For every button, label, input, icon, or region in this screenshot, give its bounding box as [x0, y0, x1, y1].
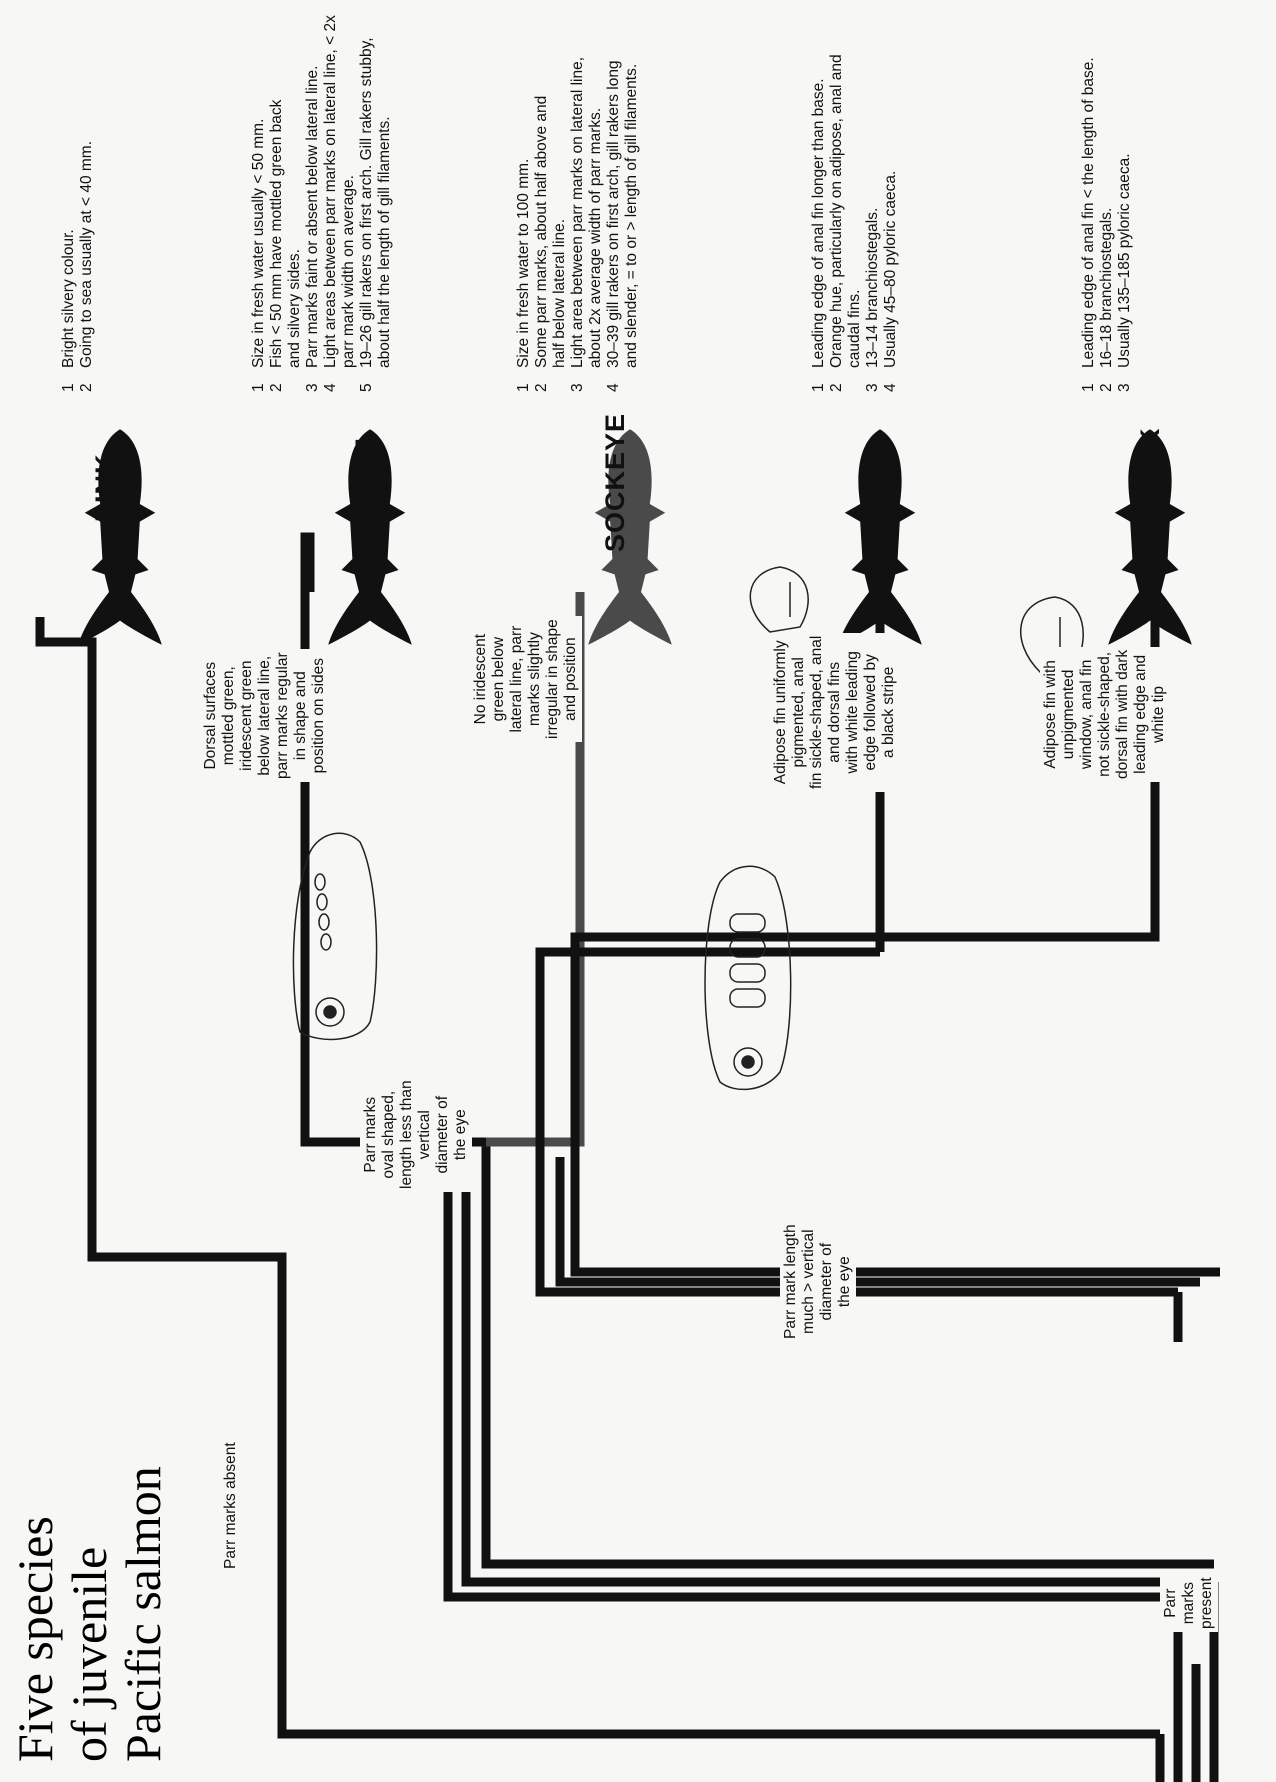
title-line: Five species — [8, 1466, 62, 1762]
parr-absent-label: Parr marks absent — [220, 1439, 242, 1572]
species-name-pink: PINK — [90, 453, 121, 522]
note-line: about 2x average width of parr marks. — [587, 57, 605, 392]
sockeye-key-label: No iridescent green below lateral line, … — [470, 616, 582, 742]
species-name-coho: COHO — [860, 437, 891, 522]
long-line-3 — [575, 1157, 1220, 1272]
chum-branch-line — [305, 537, 430, 1142]
title-line: of juvenile — [62, 1466, 116, 1762]
note-line: parr mark width on average. — [340, 15, 358, 392]
coho-fin-sketch-icon — [750, 567, 808, 632]
note-line: and silvery sides. — [286, 15, 304, 392]
chum-key-label: Dorsal surfaces mottled green, iridescen… — [200, 649, 330, 782]
species-name-sockeye: SOCKEYE — [600, 413, 631, 552]
oval-parr-label: Parr marks oval shaped, length less than… — [360, 1077, 472, 1192]
title-line: Pacific salmon — [116, 1466, 170, 1762]
long-mid-line — [540, 952, 880, 1157]
page-title: Five species of juvenile Pacific salmon — [8, 1466, 170, 1762]
note-line: caudal fins. — [846, 54, 864, 392]
note-line: and slender, = to or > length of gill fi… — [623, 57, 641, 392]
species-name-chinook: CHINOOK — [1135, 428, 1166, 563]
coho-key-label: Adipose fin uniformly pigmented, anal fi… — [770, 633, 900, 792]
long-parr-sketch-icon — [705, 866, 791, 1089]
long-mid-line-2 — [575, 937, 895, 1157]
chinook-key-label: Adipose fin with unpigmented window, ana… — [1040, 647, 1170, 782]
note-line: half below lateral line. — [551, 57, 569, 392]
parr-present-label: Parr marks present — [1160, 1574, 1218, 1632]
species-name-chum: CHUM — [350, 437, 381, 522]
note-line: about half the length of gill filaments. — [376, 15, 394, 392]
long-line-2 — [560, 1157, 1200, 1282]
long-parr-label: Parr mark length much > vertical diamete… — [780, 1221, 856, 1342]
